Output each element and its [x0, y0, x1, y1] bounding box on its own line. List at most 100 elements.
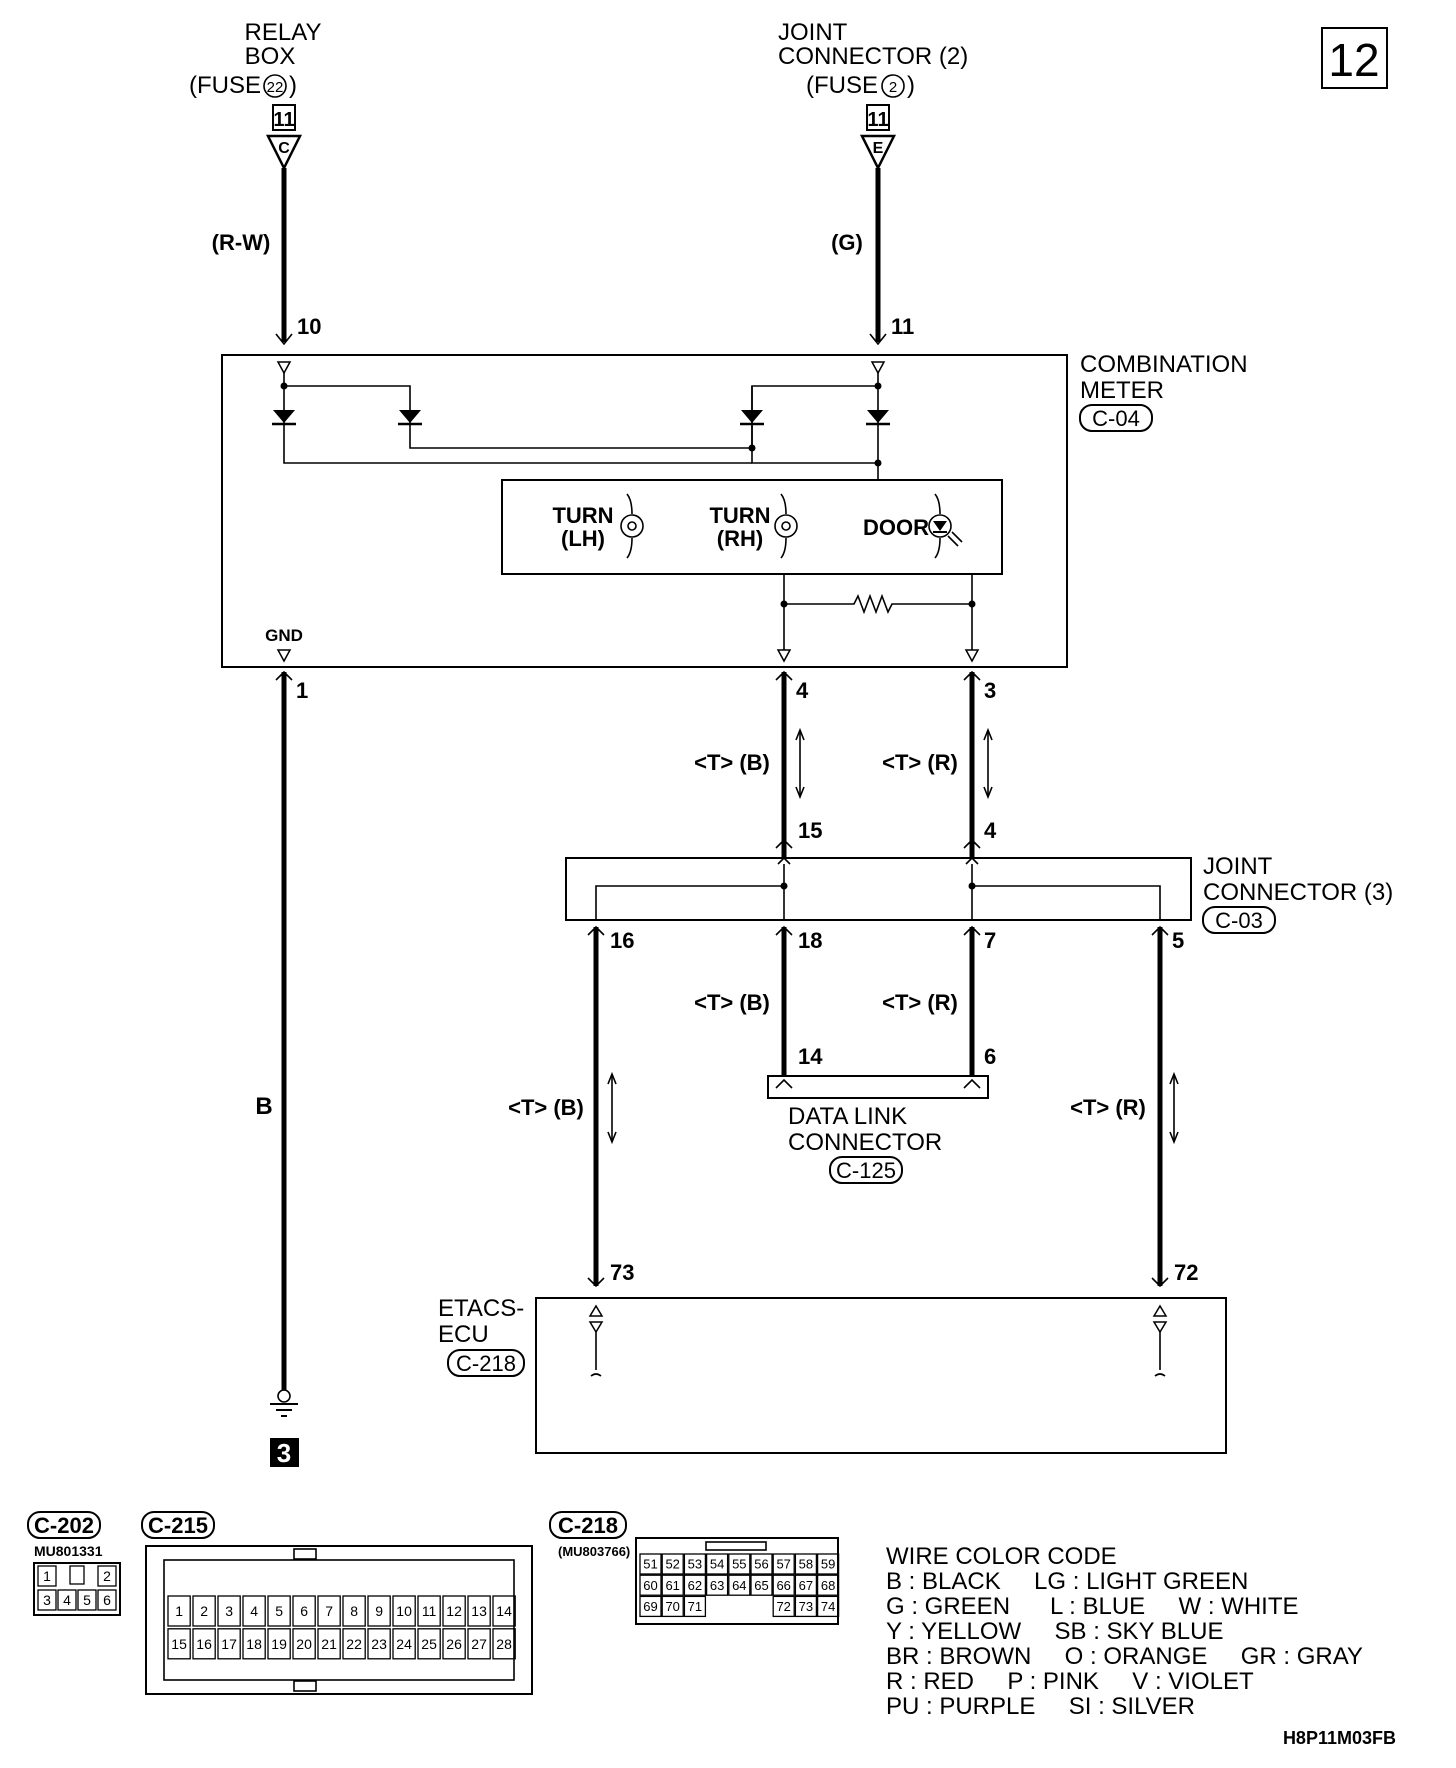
cm-junction-5 — [780, 600, 788, 608]
lamp-turn-rh-label-1: TURN — [709, 503, 770, 528]
connector-pin-cell — [367, 1595, 391, 1627]
resistor-icon — [784, 593, 972, 615]
connector-pin-number: 74 — [821, 1599, 835, 1614]
joint2-terminal-symbol — [859, 134, 897, 171]
connector-pin-number: 51 — [643, 1557, 657, 1572]
connector-pin-cell — [267, 1628, 291, 1660]
connector-pin-number: 57 — [776, 1557, 790, 1572]
connector-pin-cell — [705, 1574, 729, 1596]
dlc-box — [767, 1075, 989, 1099]
wire-color-code-line-2: G : GREEN L : BLUE W : WHITE — [886, 1593, 1299, 1620]
cm-junction-3 — [748, 444, 756, 452]
connector-pin-number: 20 — [296, 1636, 312, 1652]
connector-pin-cell — [639, 1574, 662, 1596]
wire-g-label: (G) — [831, 230, 863, 255]
connector-pin-number: 63 — [710, 1578, 724, 1593]
connector-pin-cell — [639, 1553, 662, 1575]
ecu-connector-box — [447, 1349, 525, 1377]
connector-pin-number: 55 — [732, 1557, 746, 1572]
pin-jc15: 15 — [798, 818, 822, 843]
wire-r-w-label: (R-W) — [212, 230, 271, 255]
wire-b-label: B — [255, 1093, 272, 1120]
connector-pin-cell — [794, 1595, 818, 1618]
connector-pin-cell — [639, 1595, 662, 1618]
connector-pin-number: 1 — [43, 1568, 51, 1584]
connector-pin-cell — [217, 1595, 241, 1627]
connector-pin-number: 3 — [225, 1603, 233, 1619]
c218-part-number: (MU803766) — [558, 1544, 630, 1559]
page-number: 12 — [1328, 34, 1379, 86]
joint3-connector-box — [1202, 906, 1276, 934]
connector-pin-number: 7 — [325, 1603, 333, 1619]
wire-tr-label-2: <T> (R) — [882, 990, 958, 1015]
joint3-connector: C-03 — [1215, 908, 1263, 933]
wire-tb-label-3: <T> (B) — [508, 1095, 584, 1120]
ground-symbol — [270, 1389, 298, 1417]
ecu-73-marker-down — [588, 1321, 604, 1334]
connector-pin-number: 18 — [246, 1636, 262, 1652]
pin-cm10: 10 — [297, 314, 321, 339]
dlc-label-line2: CONNECTOR — [788, 1129, 942, 1156]
turn-rh-lamp-icon — [774, 493, 798, 559]
cm-internal-wire-a — [283, 373, 752, 464]
etacs-ecu — [535, 1297, 1227, 1454]
connector-pin-cell — [417, 1595, 441, 1627]
connector-pin-cell — [705, 1553, 729, 1575]
lamp-door-label: DOOR — [863, 515, 929, 540]
joint2-label-line2: CONNECTOR (2) — [778, 43, 968, 70]
ecu-connector: C-218 — [456, 1351, 516, 1376]
connector-pin-number: 58 — [799, 1557, 813, 1572]
pin-ecu72: 72 — [1174, 1260, 1198, 1285]
connector-pin-number: 6 — [103, 1592, 111, 1608]
connector-pin-cell — [467, 1628, 491, 1660]
cm-junction-4 — [874, 459, 882, 467]
connector-pin-cell — [367, 1628, 391, 1660]
wire-color-code-line-5: R : RED P : PINK V : VIOLET — [886, 1668, 1254, 1695]
connector-pin-cell — [728, 1574, 751, 1596]
c202-part-number: MU801331 — [34, 1543, 103, 1559]
cm-output-4-marker — [776, 649, 792, 663]
connector-pin-cell — [37, 1565, 57, 1587]
cm-input-11-marker — [870, 361, 886, 375]
dlc-connector-box — [829, 1156, 903, 1184]
wire-tr-label-3: <T> (R) — [1070, 1095, 1146, 1120]
diode-3 — [740, 410, 764, 426]
connector-pin-cell — [192, 1628, 216, 1660]
connector-pin-number: 19 — [271, 1636, 287, 1652]
c202-key-slot — [69, 1565, 85, 1585]
c215-outline — [145, 1545, 533, 1695]
connector-pin-number: 5 — [275, 1603, 283, 1619]
ecu-label-line2: ECU — [438, 1321, 489, 1348]
bidir-arrow-2 — [983, 727, 993, 800]
jc-junction-b — [780, 882, 788, 890]
connector-pin-cell — [392, 1595, 416, 1627]
connector-pin-cell — [683, 1553, 707, 1575]
connector-pin-number: 72 — [776, 1599, 790, 1614]
diode-1 — [272, 410, 296, 426]
connector-pin-number: 16 — [196, 1636, 212, 1652]
connector-pin-cell — [77, 1589, 97, 1611]
connector-pin-number: 2 — [103, 1568, 111, 1584]
connector-pin-cell — [267, 1595, 291, 1627]
cm-input-10-marker — [276, 361, 292, 375]
connector-pin-cell — [392, 1628, 416, 1660]
relay-fuse-suffix: ) — [289, 72, 297, 99]
pin-jc16: 16 — [610, 928, 634, 953]
connector-pin-number: 4 — [63, 1592, 71, 1608]
connector-pin-cell — [317, 1595, 341, 1627]
page-number-box: 12 — [1321, 27, 1388, 89]
pin-jc5: 5 — [1172, 928, 1184, 953]
connector-pin-number: 59 — [821, 1557, 835, 1572]
connector-pin-number: 65 — [754, 1578, 768, 1593]
connector-pin-number: 9 — [375, 1603, 383, 1619]
cm-junction-2 — [874, 382, 882, 390]
connector-pin-number: 68 — [821, 1578, 835, 1593]
connector-pin-cell — [317, 1628, 341, 1660]
c202-name-box — [27, 1511, 101, 1539]
connector-pin-number: 17 — [221, 1636, 237, 1652]
pin-ecu73: 73 — [610, 1260, 634, 1285]
